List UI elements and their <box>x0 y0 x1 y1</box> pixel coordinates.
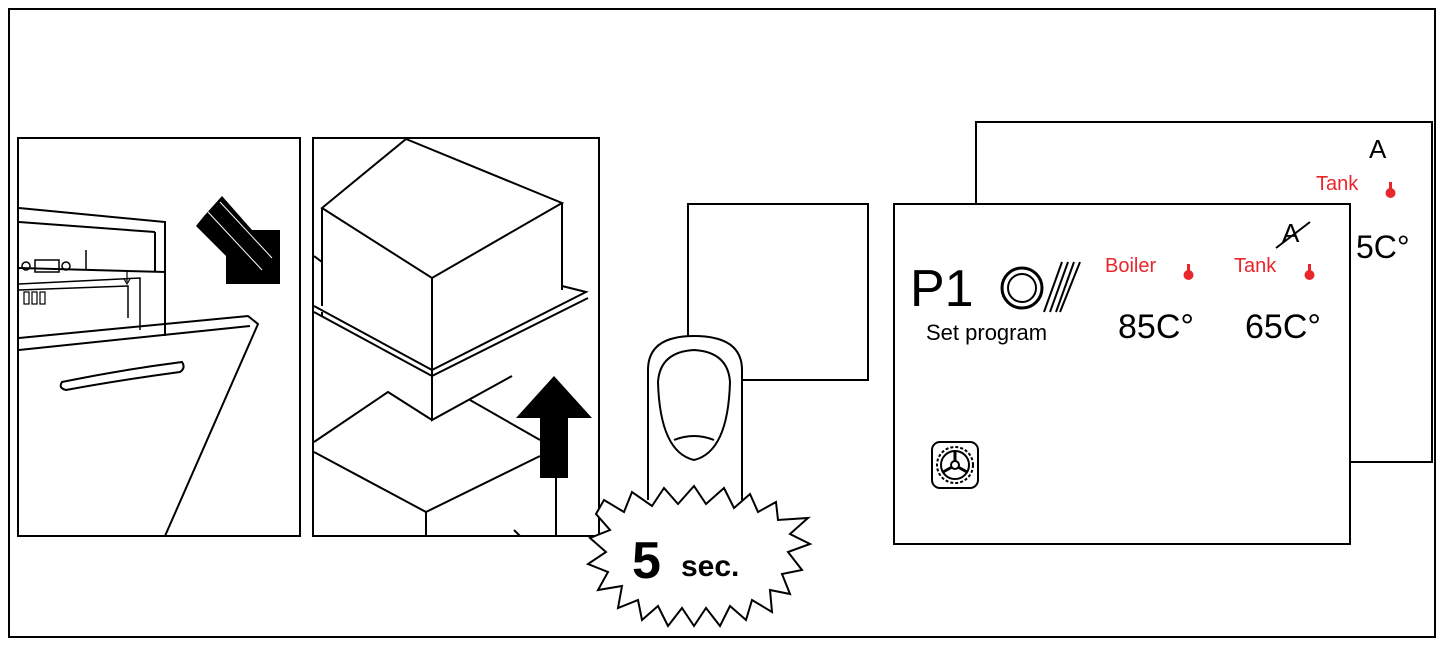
arrow-down-right-icon <box>196 196 280 284</box>
press-duration-unit: sec. <box>681 550 739 583</box>
tank-temp-front: 65C° <box>1245 308 1321 346</box>
finger-press-icon <box>647 203 869 500</box>
program-caption: Set program <box>926 320 1047 345</box>
boiler-temp: 85C° <box>1118 308 1194 346</box>
panel-rack-lift <box>312 137 600 537</box>
press-duration-number: 5 <box>632 532 661 590</box>
thermometer-icon <box>1183 264 1194 280</box>
mode-strike-line <box>1275 221 1311 249</box>
arrow-up-icon <box>516 376 592 478</box>
program-dish-icon <box>1000 261 1081 313</box>
five-second-burst: 5 sec. <box>585 484 813 628</box>
door-open-icon <box>18 207 260 537</box>
rack-lift-icon <box>313 137 589 537</box>
panel-door-open <box>17 137 301 537</box>
crossed-mode-letter: A <box>1282 218 1300 248</box>
illustration-frame <box>8 8 1436 638</box>
settings-wheel-icon[interactable] <box>931 441 979 489</box>
tank-temp-back: 5C° <box>1356 229 1410 265</box>
thermometer-icon <box>1304 264 1315 280</box>
mode-letter: A <box>1369 134 1387 164</box>
thermometer-icon <box>1385 182 1396 198</box>
display-screen-front: P1 Set program Boiler 85C° A Tank 65C° <box>893 203 1351 545</box>
tank-label-front: Tank <box>1234 255 1277 277</box>
burst-shape <box>585 484 813 628</box>
boiler-label: Boiler <box>1105 255 1156 277</box>
tank-label-back: Tank <box>1316 173 1359 195</box>
program-number: P1 <box>910 260 974 318</box>
